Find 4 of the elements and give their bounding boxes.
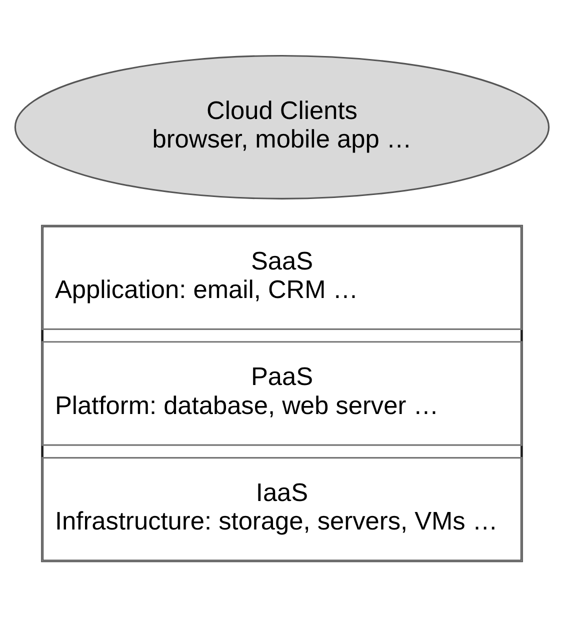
- node-box: IaaS Infrastructure: storage, servers, VMs …: [42, 456, 522, 562]
- node-box: SaaS Application: email, CRM …: [42, 225, 522, 330]
- node-box: PaaS Platform: database, web server …: [42, 341, 522, 446]
- node-ellipse: Cloud Clients browser, mobile app …: [14, 54, 550, 200]
